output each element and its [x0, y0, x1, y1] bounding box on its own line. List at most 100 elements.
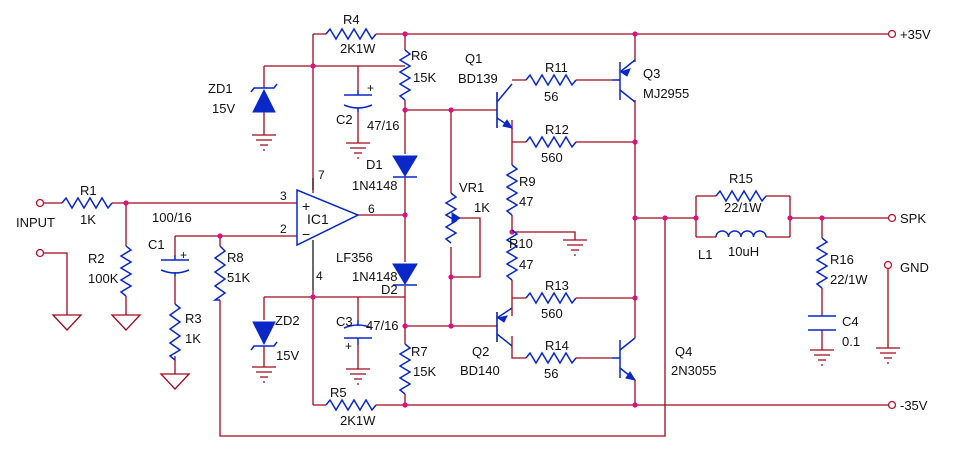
diode-d1 — [392, 155, 418, 177]
ground-icon — [346, 368, 370, 385]
terminals: +35V -35V INPUT SPK GND — [16, 27, 931, 413]
node-dot — [693, 215, 699, 221]
terminal-vneg — [887, 400, 897, 410]
r2-value: 100K — [88, 271, 119, 286]
ic1-pin4: 4 — [316, 269, 323, 283]
node-dot — [632, 215, 638, 221]
ground-icon — [110, 314, 142, 331]
d2-value: 1N4148 — [352, 269, 398, 284]
r9-name: R9 — [519, 174, 536, 189]
r10-value: 47 — [519, 257, 533, 272]
resistor-r12 — [525, 135, 577, 149]
cap-plus-sign: + — [345, 339, 352, 353]
r4-value: 2K1W — [340, 41, 376, 56]
r10-name: R10 — [509, 236, 533, 251]
q2-name: Q2 — [472, 344, 489, 359]
q3-value: MJ2955 — [643, 86, 689, 101]
ic1-pin3: 3 — [280, 189, 287, 203]
ground-icon — [252, 134, 276, 151]
node-dot — [787, 215, 793, 221]
r2-name: R2 — [88, 251, 105, 266]
zd2-value: 15V — [276, 348, 299, 363]
capacitors: + + + — [160, 81, 836, 353]
resistors — [61, 27, 829, 412]
opamp-triangle — [296, 188, 360, 247]
q2-value: BD140 — [460, 363, 500, 378]
ground-icon — [810, 349, 834, 366]
r16-value: 22/1W — [830, 272, 868, 287]
q3-name: Q3 — [643, 66, 660, 81]
terminal-gnd-label: GND — [900, 260, 929, 275]
r3-name: R3 — [185, 311, 202, 326]
terminal-input — [35, 198, 45, 208]
wiper-arrow-icon — [451, 212, 461, 224]
r7-name: R7 — [411, 344, 428, 359]
emitter-arrow-icon — [496, 315, 508, 323]
node-dot — [819, 215, 825, 221]
q1-name: Q1 — [465, 51, 482, 66]
l1-name: L1 — [698, 247, 712, 262]
node-dot — [448, 107, 454, 113]
opamp-minus: − — [302, 226, 310, 242]
r1-name: R1 — [80, 183, 97, 198]
ic1-name: IC1 — [307, 211, 329, 227]
resistor-r14 — [525, 351, 577, 365]
c4-name: C4 — [842, 314, 859, 329]
cap-plus-sign: + — [180, 248, 187, 262]
node-dot — [402, 31, 408, 37]
r16-name: R16 — [830, 252, 854, 267]
r6-name: R6 — [411, 48, 428, 63]
node-dot — [632, 31, 638, 37]
c1-value: 100/16 — [152, 210, 192, 225]
r11-value: 56 — [544, 89, 558, 104]
emitter-arrow-icon — [619, 68, 631, 77]
c2-value: 47/16 — [367, 118, 400, 133]
zener-zd1 — [252, 88, 276, 113]
opamp-ic1: + − IC1 LF356 3 2 6 7 4 — [280, 168, 375, 290]
terminal-spk-label: SPK — [900, 211, 926, 226]
terminal-vpos — [887, 29, 897, 39]
zd2-name: ZD2 — [275, 313, 300, 328]
inductor-l1 — [715, 230, 767, 238]
node-dot — [662, 215, 668, 221]
r5-value: 2K1W — [340, 413, 376, 428]
zd1-value: 15V — [212, 101, 235, 116]
r1-value: 1K — [80, 212, 96, 227]
d1-value: 1N4148 — [352, 178, 398, 193]
transistors — [496, 59, 637, 381]
r14-name: R14 — [545, 338, 569, 353]
node-dot — [632, 139, 638, 145]
c4-value: 0.1 — [842, 334, 860, 349]
ground-symbols — [51, 134, 900, 390]
ic1-pin6: 6 — [368, 202, 375, 216]
resistor-r10 — [505, 229, 519, 281]
ground-icon — [252, 366, 276, 383]
resistor-r2 — [119, 245, 133, 297]
r3-value: 1K — [185, 331, 201, 346]
resistor-r7 — [398, 343, 412, 395]
ic1-pin7: 7 — [318, 168, 325, 182]
r14-value: 56 — [544, 366, 558, 381]
l1-value: 10uH — [728, 244, 759, 259]
r8-name: R8 — [227, 250, 244, 265]
vr1-value: 1K — [474, 200, 490, 215]
node-dot — [448, 323, 454, 329]
terminal-gnd — [883, 260, 893, 270]
resistor-r11 — [525, 73, 577, 87]
resistor-r13 — [525, 291, 577, 305]
zd1-name: ZD1 — [208, 81, 233, 96]
ground-icon — [563, 239, 587, 256]
inductor-coil — [715, 230, 767, 238]
diode-d2 — [392, 263, 418, 285]
r11-name: R11 — [545, 60, 568, 75]
terminal-vneg-label: -35V — [900, 398, 928, 413]
terminal-spk — [887, 213, 897, 223]
r13-name: R13 — [545, 278, 569, 293]
r5-name: R5 — [330, 385, 347, 400]
ground-icon — [51, 314, 83, 331]
d2-name: D2 — [381, 282, 398, 297]
node-dot — [632, 295, 638, 301]
resistor-r1 — [61, 196, 113, 210]
terminal-vpos-label: +35V — [900, 27, 931, 42]
